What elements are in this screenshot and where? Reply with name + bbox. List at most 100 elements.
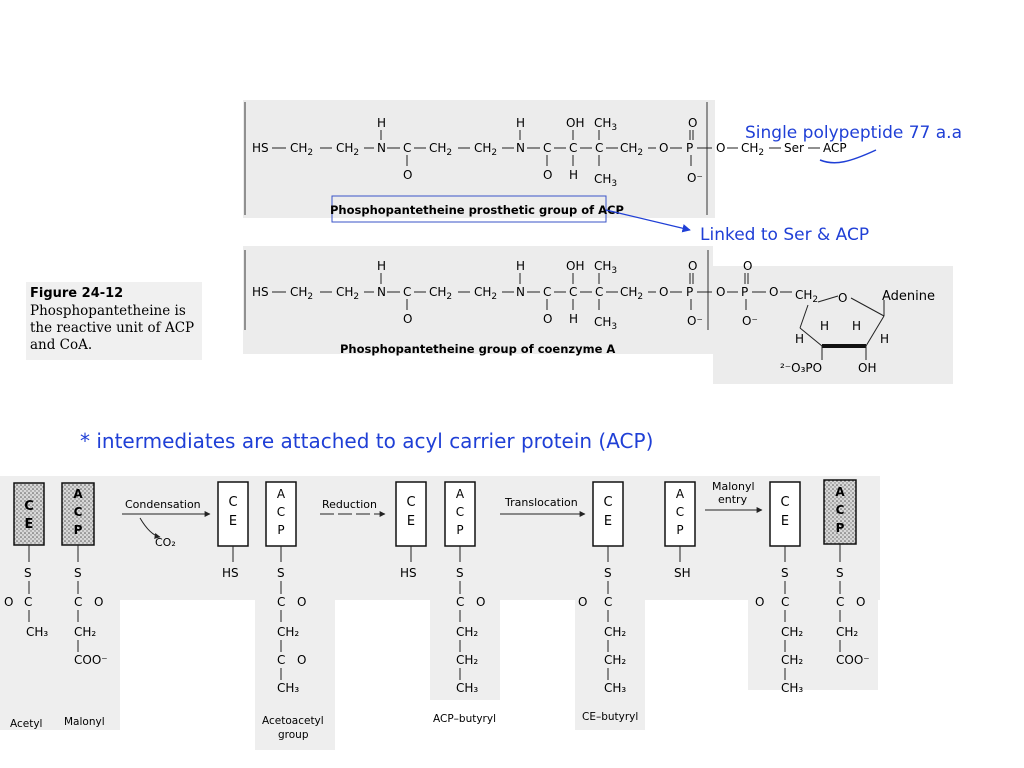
svg-text:O⁻: O⁻: [687, 171, 703, 185]
svg-text:P: P: [686, 141, 693, 155]
svg-text:CH₂: CH₂: [781, 625, 803, 639]
svg-text:CH₂: CH₂: [604, 625, 626, 639]
svg-text:P: P: [456, 523, 463, 537]
svg-text:OH: OH: [566, 116, 584, 130]
svg-text:C: C: [277, 505, 285, 519]
svg-text:O: O: [659, 141, 668, 155]
svg-text:C: C: [277, 595, 285, 609]
coenzyme-a-label: Phosphopantetheine group of coenzyme A: [340, 342, 615, 356]
svg-text:OH: OH: [858, 361, 876, 375]
svg-text:CH2: CH2: [429, 285, 452, 302]
svg-text:A: A: [456, 487, 465, 501]
svg-text:C: C: [603, 495, 612, 510]
svg-text:CH2: CH2: [474, 141, 497, 158]
chem-hs: HS: [252, 141, 269, 155]
svg-text:O: O: [403, 312, 412, 326]
chem-acp-label: ACP: [823, 141, 847, 155]
svg-text:C: C: [836, 595, 844, 609]
svg-text:H: H: [516, 259, 525, 273]
svg-text:O⁻: O⁻: [742, 314, 758, 328]
svg-text:C: C: [595, 285, 603, 299]
malonyl-entry-label-2: entry: [718, 493, 748, 506]
svg-text:CH2: CH2: [620, 141, 643, 158]
svg-text:H: H: [377, 259, 386, 273]
malonyl-entry-label-1: Malonyl: [712, 480, 755, 493]
svg-text:S: S: [74, 566, 82, 580]
svg-text:OH: OH: [566, 259, 584, 273]
svg-text:C: C: [543, 141, 551, 155]
svg-text:O: O: [716, 285, 725, 299]
svg-text:CH3: CH3: [594, 315, 617, 332]
svg-text:CH₃: CH₃: [277, 681, 299, 695]
adenine-label: Adenine: [882, 289, 935, 304]
svg-text:S: S: [836, 566, 844, 580]
svg-text:CH2: CH2: [290, 141, 313, 158]
caption-line-1: Phosphopantetheine is: [30, 303, 186, 319]
svg-text:CH2: CH2: [336, 141, 359, 158]
svg-text:O: O: [403, 168, 412, 182]
svg-text:C: C: [781, 595, 789, 609]
condensation-label: Condensation: [125, 498, 201, 511]
svg-text:C: C: [403, 285, 411, 299]
svg-text:HS: HS: [222, 566, 239, 580]
svg-text:CH2: CH2: [795, 288, 818, 305]
malonyl-acp-box: A C P: [61, 482, 95, 546]
svg-text:CH₃: CH₃: [781, 681, 803, 695]
svg-text:HS: HS: [252, 285, 269, 299]
svg-text:CH₂: CH₂: [604, 653, 626, 667]
svg-text:P: P: [686, 285, 693, 299]
svg-text:P: P: [74, 523, 83, 537]
prosthetic-label-box: [331, 195, 607, 223]
svg-text:H: H: [820, 319, 829, 333]
svg-text:S: S: [277, 566, 285, 580]
svg-text:CO₂: CO₂: [155, 536, 176, 549]
svg-text:O: O: [838, 291, 847, 305]
svg-text:O: O: [4, 595, 13, 609]
svg-text:COO⁻: COO⁻: [836, 653, 870, 667]
svg-text:H: H: [569, 168, 578, 182]
svg-text:H: H: [852, 319, 861, 333]
label-acetyl: Acetyl: [10, 718, 42, 730]
reduction-label: Reduction: [322, 498, 377, 511]
svg-text:S: S: [24, 566, 32, 580]
svg-text:O⁻: O⁻: [687, 314, 703, 328]
translocation-label: Translocation: [504, 496, 578, 509]
svg-text:P: P: [676, 523, 683, 537]
svg-text:O: O: [716, 141, 725, 155]
svg-text:C: C: [456, 595, 464, 609]
label-acp-butyryl: ACP–butyryl: [433, 713, 496, 725]
svg-text:CH3: CH3: [594, 172, 617, 189]
svg-text:C: C: [74, 505, 83, 519]
figure-number: Figure 24-12: [30, 286, 123, 301]
svg-text:H: H: [377, 116, 386, 130]
svg-text:O: O: [297, 595, 306, 609]
svg-text:E: E: [407, 514, 415, 529]
acp-underline: [819, 149, 877, 164]
svg-text:S: S: [781, 566, 789, 580]
svg-text:O: O: [543, 168, 552, 182]
svg-text:O: O: [688, 116, 697, 130]
svg-text:E: E: [781, 514, 789, 529]
svg-text:C: C: [676, 505, 684, 519]
svg-text:CH₃: CH₃: [604, 681, 626, 695]
svg-text:C: C: [595, 141, 603, 155]
svg-text:O: O: [476, 595, 485, 609]
svg-text:H: H: [880, 332, 889, 346]
intermediates-note: * intermediates are attached to acyl car…: [80, 429, 653, 453]
linked-to-note: Linked to Ser & ACP: [700, 225, 869, 245]
svg-text:O: O: [543, 312, 552, 326]
svg-text:C: C: [456, 505, 464, 519]
svg-text:A: A: [676, 487, 685, 501]
svg-text:A: A: [835, 485, 845, 499]
svg-text:O: O: [659, 285, 668, 299]
label-ce-butyryl: CE–butyryl: [582, 711, 638, 723]
svg-text:CH3: CH3: [594, 259, 617, 276]
final-acp-box: A C P: [823, 479, 857, 545]
svg-text:CH₃: CH₃: [26, 625, 48, 639]
svg-text:O: O: [297, 653, 306, 667]
coa-structure-panel: HS CH2 CH2 N H C O CH2 CH2 N H C O: [243, 246, 953, 384]
svg-text:N: N: [377, 285, 386, 299]
svg-text:Ser: Ser: [784, 141, 804, 155]
caption-line-2: the reactive unit of ACP: [30, 320, 194, 336]
svg-text:C: C: [24, 595, 32, 609]
